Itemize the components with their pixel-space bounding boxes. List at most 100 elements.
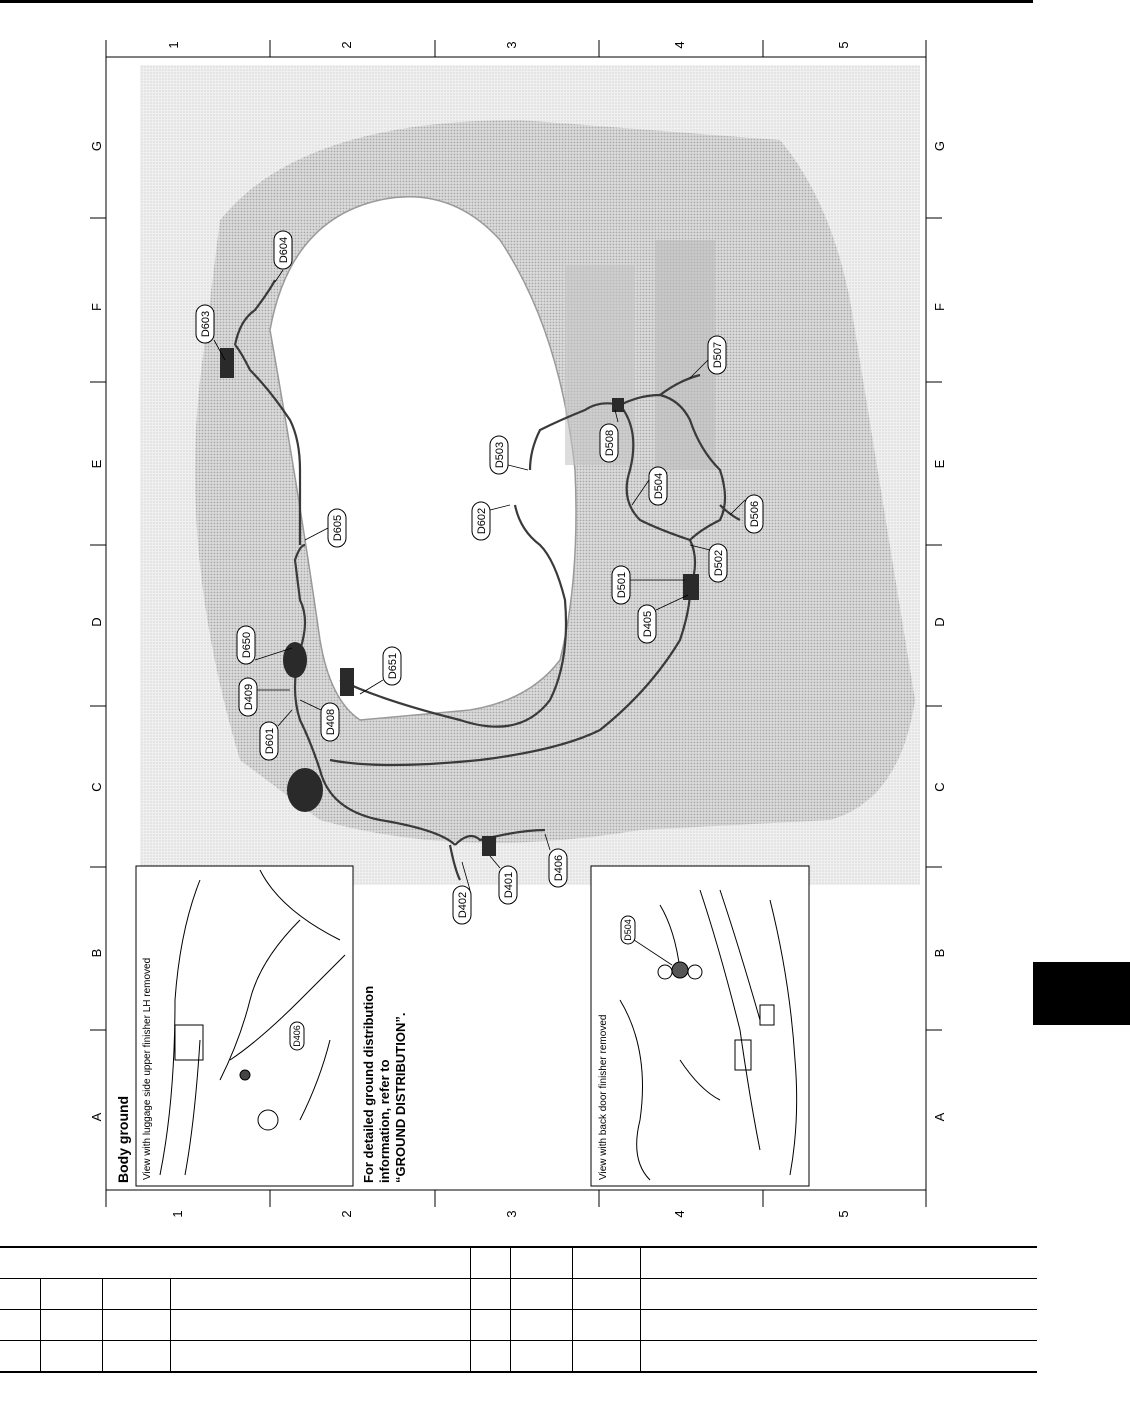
row-label-left-C: C [89,782,104,791]
body-ground-title: Body ground [115,1096,131,1183]
table-cell [510,1309,573,1341]
callout-d504: D504 [648,466,668,506]
svg-text:D408: D408 [325,709,337,735]
callout-d604: D604 [273,230,293,270]
table-cell [0,1340,41,1373]
callout-d508: D508 [599,423,619,463]
callout-d409: D409 [238,677,258,717]
svg-text:D401: D401 [503,872,515,898]
connector-block-d603 [220,348,234,378]
page-top-rule [0,0,1033,3]
table-cell [640,1340,1037,1373]
body-ground-inset: Body ground View with luggage side upper… [115,865,408,1187]
callout-d503: D503 [489,435,509,475]
row-label-right-C: C [932,782,947,791]
callout-d605: D605 [327,508,347,548]
table-cell [0,1278,41,1310]
table-cell [640,1246,1037,1279]
svg-text:D507: D507 [712,342,724,368]
table-cell [470,1309,511,1341]
callout-d502: D502 [708,543,728,583]
table-cell [572,1340,641,1373]
back-door-panel [140,65,920,885]
callout-d406-inset: D406 [289,1021,305,1051]
svg-text:D602: D602 [476,508,488,534]
harness-bundle-d [283,642,307,678]
callout-d601: D601 [259,721,279,761]
connector-table [0,1246,1037,1373]
row-label-left-B: B [89,949,104,958]
table-cell [510,1340,573,1373]
callout-d602: D602 [471,501,491,541]
callout-d406: D406 [548,848,568,888]
svg-text:D406: D406 [292,1025,302,1047]
row-label-left-E: E [89,459,104,468]
table-cell [572,1278,641,1310]
row-label-left-G: G [89,141,104,151]
svg-text:D506: D506 [749,501,761,527]
svg-text:D405: D405 [642,611,654,637]
svg-text:D650: D650 [241,632,253,658]
connector-block-d501 [683,574,699,600]
row-label-right-G: G [932,141,947,151]
back-door-finisher-inset: View with back door finisher removed D50… [590,865,810,1187]
callout-d506: D506 [744,494,764,534]
svg-text:D406: D406 [553,855,565,881]
table-row [0,1278,1037,1310]
section-tab [1033,962,1130,1025]
callout-d651: D651 [382,646,402,686]
back-door-view-caption: View with back door finisher removed [598,1015,609,1180]
table-row [0,1340,1037,1373]
svg-text:D402: D402 [457,892,469,918]
table-cell [40,1340,103,1373]
table-cell [470,1278,511,1310]
table-cell [470,1340,511,1373]
table-cell [102,1309,171,1341]
harness-bundle-c [287,768,323,812]
table-cell [170,1340,471,1373]
svg-text:D503: D503 [494,442,506,468]
svg-text:D604: D604 [278,237,290,263]
ground-note-line2: information, refer to [377,1059,392,1183]
table-cell [102,1278,171,1310]
row-label-right-A: A [932,1112,947,1121]
row-label-left-F: F [89,303,104,311]
table-cell [102,1340,171,1373]
table-cell [170,1278,471,1310]
svg-text:D502: D502 [713,550,725,576]
ground-note-line3: “GROUND DISTRIBUTION”. [393,1013,408,1183]
svg-text:D603: D603 [200,311,212,337]
table-cell [0,1309,41,1341]
callout-d402: D402 [452,885,472,925]
grid-frame [90,40,942,1207]
connector-block-d651 [340,668,354,696]
table-cell [0,1246,471,1279]
table-cell [470,1246,511,1279]
callout-d501: D501 [611,565,631,605]
callout-d401: D401 [498,865,518,905]
wiring-harness [233,279,741,881]
row-label-right-B: B [932,949,947,958]
ground-note-line1: For detailed ground distribution [361,986,376,1183]
svg-text:D409: D409 [243,684,255,710]
callout-d408: D408 [320,702,340,742]
connector-block-d401 [482,836,496,856]
col-label-top-5: 5 [836,41,851,48]
row-label-left-A: A [89,1112,104,1121]
table-cell [40,1309,103,1341]
svg-text:D501: D501 [616,572,628,598]
table-cell [572,1246,641,1279]
svg-text:D601: D601 [264,728,276,754]
row-label-right-D: D [932,617,947,626]
svg-text:D504: D504 [623,919,633,941]
col-label-top-3: 3 [504,41,519,48]
table-row [0,1246,1037,1279]
callout-d405: D405 [637,604,657,644]
callout-d650: D650 [236,625,256,665]
table-cell [572,1309,641,1341]
row-label-right-E: E [932,459,947,468]
col-label-bottom-5: 5 [836,1210,851,1217]
col-label-bottom-3: 3 [504,1210,519,1217]
row-label-right-F: F [932,303,947,311]
svg-text:D605: D605 [332,515,344,541]
